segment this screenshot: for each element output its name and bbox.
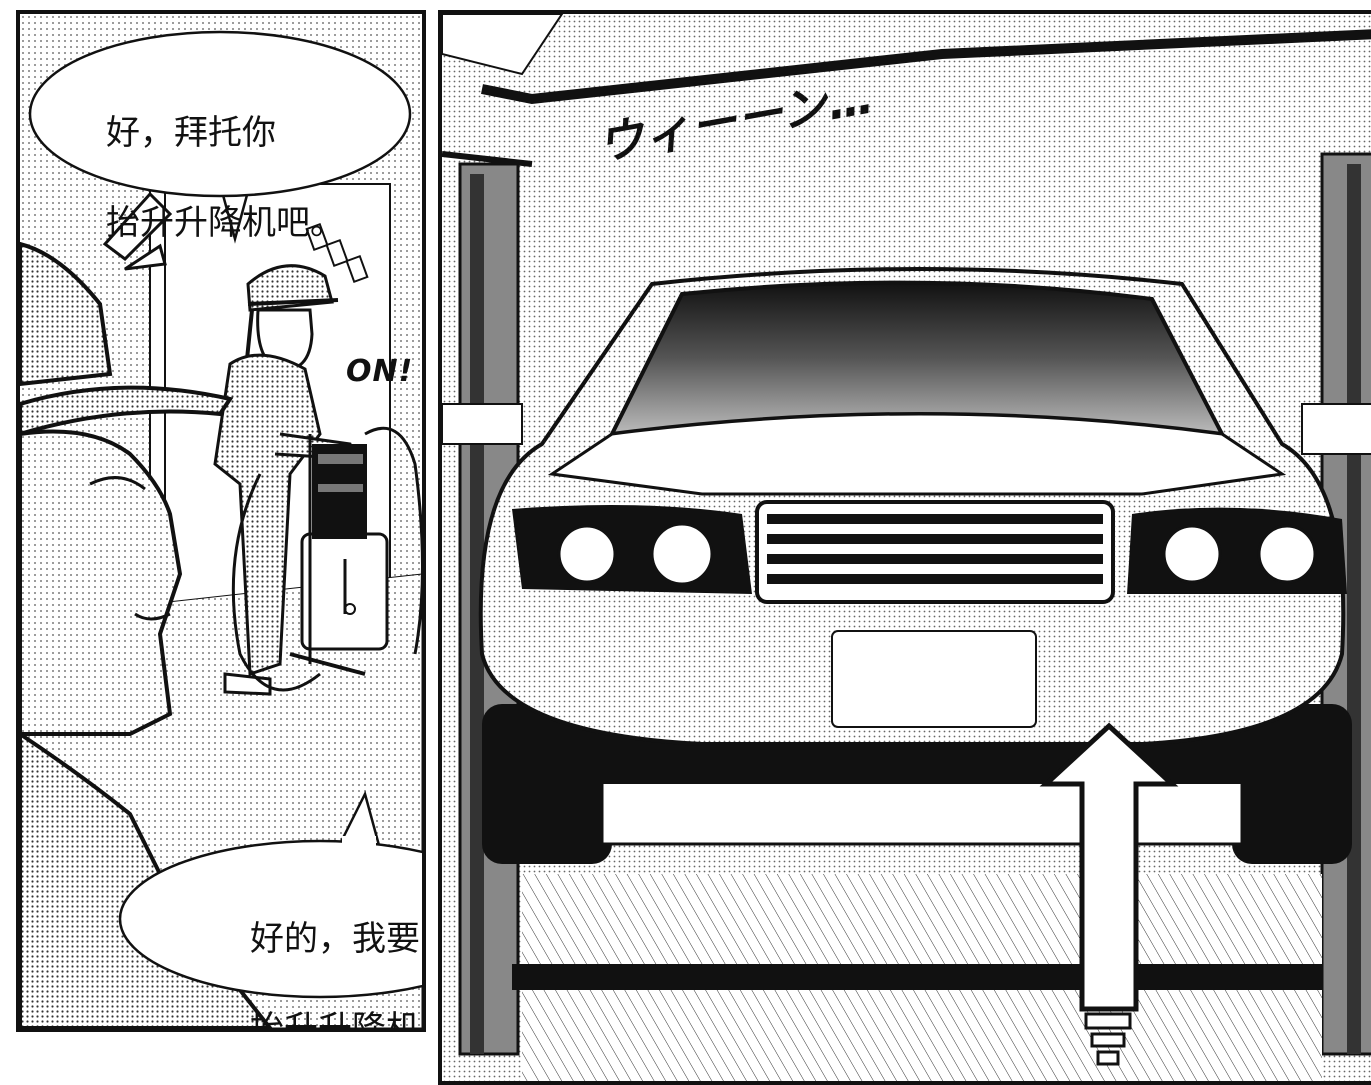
car-on-lift [478, 267, 1352, 864]
speech-text-bottom-line2: 抬升升降机了。 [250, 1008, 420, 1032]
speech-text-top: 好，拜托你 抬升升降机吧。 [106, 66, 344, 246]
right-panel-artwork [442, 14, 1371, 1081]
worker-woman [213, 264, 358, 696]
left-panel-artwork [20, 14, 422, 1028]
sfx-on: ON! [346, 354, 414, 389]
speech-text-bottom: 好的，我要 抬升升降机了。 [250, 872, 422, 1032]
speech-text-bottom-line1: 好的，我要 [250, 918, 420, 959]
emphasis-marks [102, 191, 369, 284]
comic-panel-right: ウィーーン… [438, 10, 1371, 1085]
speech-text-top-line1: 好，拜托你 [106, 112, 276, 153]
car-headlight-left [512, 505, 752, 594]
speech-text-top-line2: 抬升升降机吧。 [106, 202, 344, 243]
lift-control-machine [231, 426, 422, 692]
speech-balloon-bottom [118, 790, 422, 999]
license-plate [831, 630, 1037, 728]
car-grille [755, 500, 1115, 604]
speech-balloon-top [28, 30, 412, 244]
comic-panel-left: 好，拜托你 抬升升降机吧。 好的，我要 抬升升降机了。 ON! [16, 10, 426, 1032]
car-headlight-right [1127, 507, 1347, 594]
up-arrow-icon [1039, 722, 1179, 1066]
